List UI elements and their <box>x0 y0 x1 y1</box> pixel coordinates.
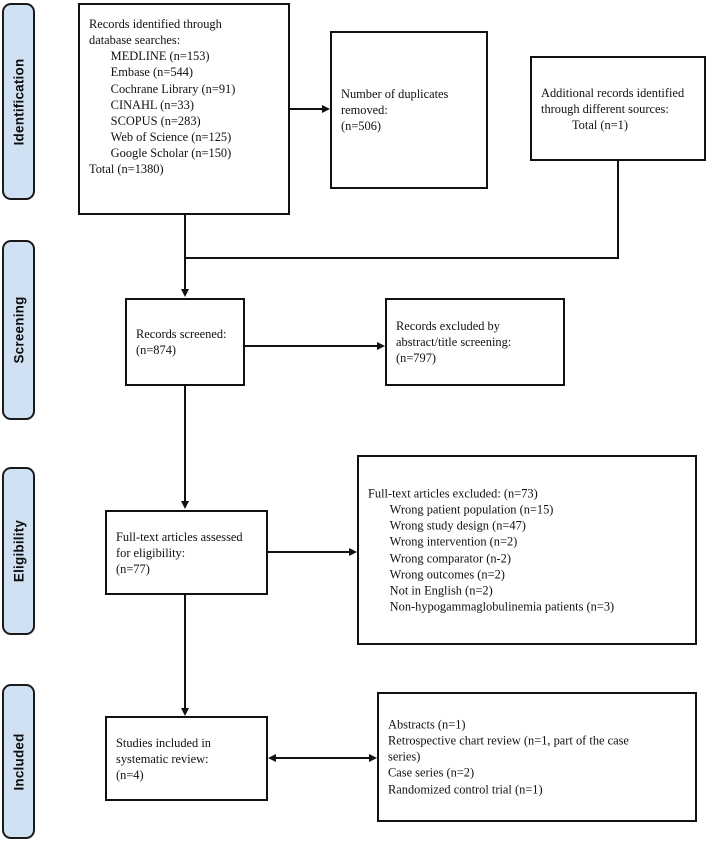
arrowhead-down-studies-included <box>180 708 189 716</box>
connector-additional-stem <box>617 161 619 258</box>
stage-pill-screening: Screening <box>2 240 35 420</box>
arrowhead-down-records-screened <box>180 289 189 297</box>
box-additional-records-text: Additional records identified through di… <box>541 85 685 132</box>
arrowhead-down-fulltext-assessed <box>180 501 189 509</box>
arrowhead-right-study-types <box>369 753 377 762</box>
box-fulltext-assessed: Full-text articles assessed for eligibil… <box>105 510 268 595</box>
box-records-excluded-text: Records excluded by abstract/title scree… <box>396 318 512 366</box>
box-duplicates-removed: Number of duplicates removed: (n=506) <box>330 31 488 189</box>
connector-additional-to-stem <box>184 257 619 259</box>
box-fulltext-excluded: Full-text articles excluded: (n=73) Wron… <box>357 455 697 645</box>
stage-label-eligibility: Eligibility <box>11 519 26 583</box>
arrowhead-left-studies-included <box>268 753 276 762</box>
connector-assessed-to-excluded <box>268 551 349 553</box>
box-duplicates-removed-text: Number of duplicates removed: (n=506) <box>341 86 449 134</box>
connector-screened-stem <box>184 386 186 502</box>
connector-eligibility-stem <box>184 595 186 709</box>
box-additional-records: Additional records identified through di… <box>530 56 706 161</box>
box-records-excluded: Records excluded by abstract/title scree… <box>385 298 565 386</box>
stage-label-included: Included <box>11 732 26 791</box>
connector-screened-to-excluded <box>245 345 377 347</box>
arrowhead-right-duplicates <box>322 104 330 113</box>
stage-label-identification: Identification <box>11 58 26 145</box>
box-study-types: Abstracts (n=1) Retrospective chart revi… <box>377 692 697 822</box>
box-fulltext-assessed-text: Full-text articles assessed for eligibil… <box>116 529 243 576</box>
stage-pill-identification: Identification <box>2 3 35 200</box>
connector-identified-stem <box>184 215 186 293</box>
box-records-screened: Records screened: (n=874) <box>125 298 245 386</box>
connector-identified-to-duplicates <box>290 108 323 110</box>
connector-included-bidirectional <box>276 757 369 759</box>
box-records-identified-text: Records identified through database sear… <box>89 17 236 177</box>
stage-pill-included: Included <box>2 684 35 839</box>
box-studies-included-text: Studies included in systematic review: (… <box>116 735 211 782</box>
arrowhead-right-records-excluded <box>377 341 385 350</box>
arrowhead-right-fulltext-excluded <box>349 547 357 556</box>
stage-pill-eligibility: Eligibility <box>2 467 35 635</box>
box-records-screened-text: Records screened: (n=874) <box>136 326 227 357</box>
stage-label-screening: Screening <box>11 296 26 364</box>
box-fulltext-excluded-text: Full-text articles excluded: (n=73) Wron… <box>368 486 615 614</box>
box-study-types-text: Abstracts (n=1) Retrospective chart revi… <box>388 717 629 797</box>
box-studies-included: Studies included in systematic review: (… <box>105 716 268 801</box>
box-records-identified: Records identified through database sear… <box>78 3 290 215</box>
